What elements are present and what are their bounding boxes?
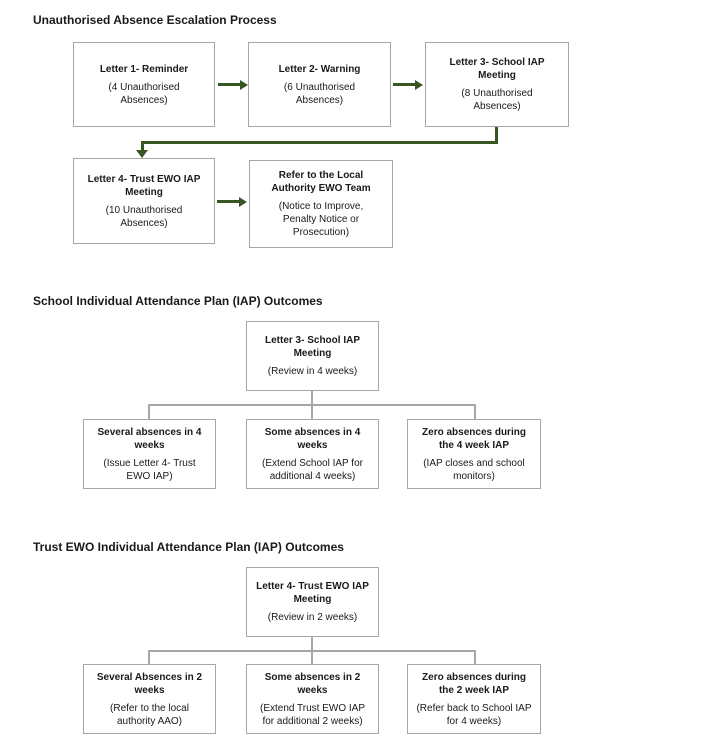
box-subtitle: (Refer to the local authority AAO)	[110, 702, 189, 727]
tree-connector-segment	[148, 404, 476, 406]
tree-box-trust-zero-absences: Zero absences during the 2 week IAP (Ref…	[407, 664, 541, 734]
elbow-connector-segment	[141, 141, 498, 144]
arrow-right-icon	[393, 83, 415, 86]
box-title: Zero absences during the 4 week IAP	[422, 426, 526, 451]
box-title: Letter 3- School IAP Meeting	[264, 335, 360, 359]
box-subtitle: (4 Unauthorised Absences)	[108, 81, 180, 106]
box-subtitle: (Extend Trust EWO IAP for additional 2 w…	[259, 702, 366, 727]
box-title: Several absences in 4 weeks	[97, 426, 202, 451]
box-title: Letter 4- Trust EWO IAP Meeting	[256, 581, 369, 605]
arrow-right-icon	[217, 200, 239, 203]
section-title-escalation: Unauthorised Absence Escalation Process	[33, 13, 277, 27]
box-title: Letter 1- Reminder	[99, 63, 189, 75]
flow-box-refer-local-authority: Refer to the Local Authority EWO Team (N…	[249, 160, 393, 248]
tree-connector-segment	[148, 650, 150, 664]
tree-connector-segment	[474, 404, 476, 419]
box-title: Some absences in 4 weeks	[264, 426, 361, 451]
box-subtitle: (10 Unauthorised Absences)	[105, 204, 183, 229]
section-title-trust-iap: Trust EWO Individual Attendance Plan (IA…	[33, 540, 344, 554]
box-title: Some absences in 2 weeks	[264, 671, 361, 696]
tree-connector-segment	[148, 650, 476, 652]
arrow-down-icon	[136, 150, 148, 158]
box-title: Letter 4- Trust EWO IAP Meeting	[87, 173, 201, 198]
box-title: Letter 3- School IAP Meeting	[449, 57, 545, 81]
arrow-right-icon	[218, 83, 240, 86]
tree-box-school-zero-absences: Zero absences during the 4 week IAP (IAP…	[407, 419, 541, 489]
box-title: Zero absences during the 2 week IAP	[422, 671, 526, 696]
tree-connector-segment	[474, 650, 476, 664]
flow-box-letter1: Letter 1- Reminder (4 Unauthorised Absen…	[73, 42, 215, 127]
tree-box-school-several-absences: Several absences in 4 weeks (Issue Lette…	[83, 419, 216, 489]
tree-box-trust-some-absences: Some absences in 2 weeks (Extend Trust E…	[246, 664, 379, 734]
tree-root-school-iap: Letter 3- School IAP Meeting (Review in …	[246, 321, 379, 391]
elbow-connector-segment	[141, 141, 144, 151]
flow-box-letter2: Letter 2- Warning (6 Unauthorised Absenc…	[248, 42, 391, 127]
box-subtitle: (8 Unauthorised Absences)	[461, 88, 533, 112]
section-title-school-iap: School Individual Attendance Plan (IAP) …	[33, 294, 323, 308]
tree-box-trust-several-absences: Several Absences in 2 weeks (Refer to th…	[83, 664, 216, 734]
box-title: Letter 2- Warning	[278, 63, 361, 75]
box-subtitle: (Refer back to School IAP for 4 weeks)	[416, 702, 532, 727]
box-subtitle: (Notice to Improve, Penalty Notice or Pr…	[278, 201, 364, 238]
flow-box-letter3: Letter 3- School IAP Meeting (8 Unauthor…	[425, 42, 569, 127]
box-subtitle: (IAP closes and school monitors)	[423, 457, 525, 482]
tree-connector-segment	[148, 404, 150, 419]
box-title: Several Absences in 2 weeks	[96, 671, 203, 696]
box-subtitle: (Extend School IAP for additional 4 week…	[262, 457, 363, 482]
box-subtitle: (Review in 4 weeks)	[267, 366, 358, 377]
box-subtitle: (Review in 2 weeks)	[267, 612, 358, 623]
tree-box-school-some-absences: Some absences in 4 weeks (Extend School …	[246, 419, 379, 489]
elbow-connector-segment	[495, 127, 498, 143]
box-subtitle: (Issue Letter 4- Trust EWO IAP)	[103, 457, 196, 482]
box-subtitle: (6 Unauthorised Absences)	[283, 81, 356, 106]
tree-root-trust-iap: Letter 4- Trust EWO IAP Meeting (Review …	[246, 567, 379, 637]
flow-box-letter4: Letter 4- Trust EWO IAP Meeting (10 Unau…	[73, 158, 215, 244]
box-title: Refer to the Local Authority EWO Team	[271, 170, 371, 194]
